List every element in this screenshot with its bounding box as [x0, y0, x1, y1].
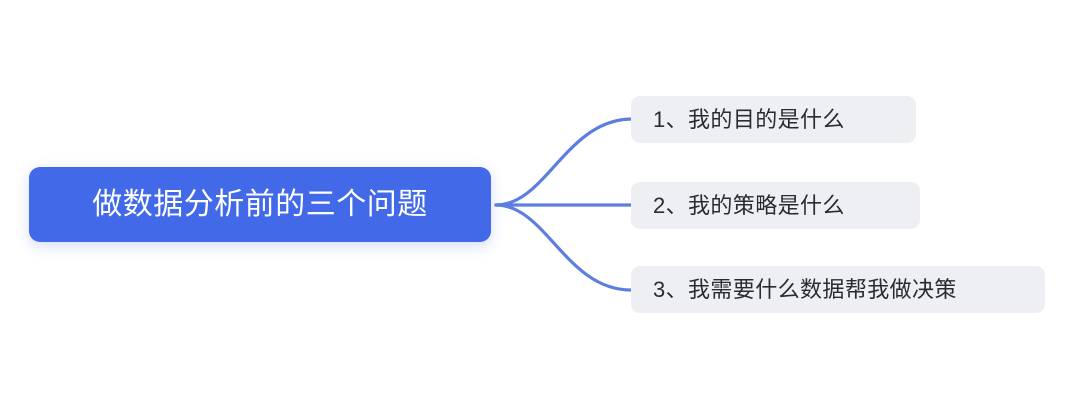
mindmap-child-node-1[interactable]: 1、我的目的是什么	[631, 96, 916, 143]
mindmap-child-node-3[interactable]: 3、我需要什么数据帮我做决策	[631, 266, 1045, 313]
child-node-label: 1、我的目的是什么	[653, 106, 845, 132]
connector-to-child-1	[494, 117, 633, 207]
mindmap-root-node[interactable]: 做数据分析前的三个问题	[29, 167, 491, 242]
connector-to-child-3	[494, 203, 633, 292]
mindmap-child-node-2[interactable]: 2、我的策略是什么	[631, 182, 920, 229]
root-node-label: 做数据分析前的三个问题	[92, 187, 428, 221]
child-node-label: 3、我需要什么数据帮我做决策	[653, 276, 957, 302]
child-node-label: 2、我的策略是什么	[653, 192, 845, 218]
